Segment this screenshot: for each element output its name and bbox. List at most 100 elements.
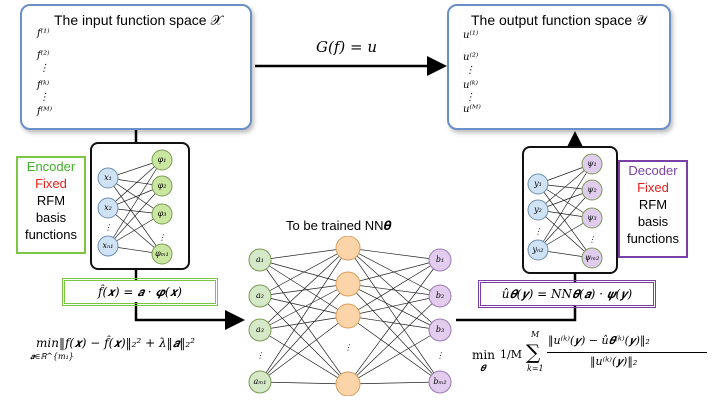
encoder-output-node [151, 243, 173, 265]
network-hidden-node [335, 371, 361, 396]
network-to-decoder-connector [456, 305, 577, 322]
decoder-loss-numerator: ‖u⁽ᵏ⁾(𝒚) − û𝜽⁽ᵏ⁾(𝒚)‖₂ [548, 334, 650, 347]
network-edge [347, 247, 441, 261]
network-edge [347, 315, 441, 383]
network-edge [347, 315, 441, 331]
encoder-input-node-label: xₙ₁ [103, 241, 114, 250]
encoder-output-node-label: φ₂ [158, 181, 167, 190]
decoder-loss-fraction-bar [547, 352, 707, 353]
network-edge [259, 259, 349, 317]
encoder-description-box: Encoder Fixed RFM basis functions [16, 156, 86, 254]
encoder-output-node-label: φ₃ [158, 209, 167, 218]
decoder-description-box: Decoder Fixed RFM basis functions [618, 160, 688, 258]
encoder-input-node-label: x₁ [104, 173, 112, 182]
decoder-output-ellipsis: ⋮ [588, 235, 596, 244]
network-edge [347, 295, 441, 385]
network-input-node-label: aₘ₁ [254, 377, 267, 386]
network-output-node-label: b₃ [436, 325, 444, 334]
encoder-label: Encoder [26, 159, 76, 174]
decoder-formula-box: û𝜽(𝒚) = NN𝜽(𝒂) · 𝝍(𝒚) [478, 280, 656, 308]
network-edge [259, 283, 349, 297]
trained-network-title: To be trained NN𝜽 [286, 218, 392, 233]
decoder-rfm-label: RFM [638, 197, 668, 212]
decoder-input-ellipsis: ⋮ [534, 227, 542, 236]
decoder-output-node-label: ψ₃ [587, 213, 596, 222]
network-output-node [428, 248, 452, 272]
network-edge [347, 259, 441, 317]
decoder-edge [537, 163, 593, 211]
network-edge [347, 381, 441, 385]
network-input-node-label: a₃ [256, 325, 264, 334]
network-input-node-label: a₁ [256, 255, 264, 264]
encoder-output-ellipsis: ⋮ [158, 233, 166, 242]
encoder-edge [107, 177, 163, 215]
decoder-input-node [527, 239, 549, 261]
network-input-ellipsis: ⋮ [256, 351, 264, 360]
network-edge [259, 283, 349, 331]
network-edge [259, 247, 349, 297]
encoder-input-node-label: x₂ [104, 203, 112, 212]
encoder-output-node [151, 203, 173, 225]
decoder-input-node-label: yₙ₂ [532, 245, 544, 254]
encoder-basis-label: basis [35, 210, 67, 225]
network-input-node [248, 248, 272, 272]
output-label-k: u⁽ᵏ⁾ [463, 80, 478, 91]
network-input-node [248, 318, 272, 342]
encoder-output-node [151, 149, 173, 171]
decoder-input-node [527, 199, 549, 221]
input-label-1: f⁽¹⁾ [37, 28, 50, 39]
encoder-formula: f̂(𝒙) = 𝒂 · 𝝋(𝒙) [98, 285, 182, 299]
network-edge [347, 247, 441, 331]
input-label-m: f⁽ᴹ⁾ [37, 106, 53, 117]
decoder-edge [537, 183, 593, 259]
network-edge [347, 247, 441, 383]
network-edge [259, 315, 349, 331]
network-hidden-ellipsis: ⋮ [344, 343, 352, 352]
encoder-loss-subscript: 𝒂∈ℝ^{m₁} [30, 352, 74, 361]
encoder-functions-label: functions [24, 227, 78, 242]
decoder-output-node-label: ψ₁ [587, 159, 596, 168]
encoder-edge [107, 159, 163, 209]
decoder-label: Decoder [628, 163, 678, 178]
network-edge [259, 295, 349, 385]
decoder-loss-subscript: 𝜽 [480, 364, 486, 374]
network-output-node [428, 284, 452, 308]
encoder-network: x₁ x₂ ⋮ xₙ₁ φ₁ φ₂ φ₃ ⋮ φₘ₁ [97, 149, 173, 265]
network-edge [259, 247, 349, 261]
decoder-output-node [581, 153, 603, 175]
network-edge [259, 315, 349, 383]
encoder-input-ellipsis: ⋮ [104, 223, 112, 232]
decoder-loss-min: min [472, 348, 495, 362]
encoder-edge [107, 159, 163, 247]
encoder-output-node-label: φₘ₁ [155, 249, 169, 258]
decoder-loss-denominator: ‖u⁽ᵏ⁾(𝒚)‖₂ [590, 355, 638, 368]
network-edge [259, 295, 349, 317]
network-output-node-label: bₘ₂ [433, 377, 446, 386]
input-label-k: f⁽ᵏ⁾ [37, 80, 50, 91]
network-output-ellipsis: ⋮ [436, 351, 444, 360]
decoder-edge [537, 189, 593, 251]
decoder-input-node [527, 173, 549, 195]
decoder-output-node [581, 247, 603, 269]
network-edge [347, 283, 441, 297]
network-output-node-label: b₂ [436, 291, 444, 300]
network-input-node [248, 370, 272, 394]
encoder-edge [107, 207, 163, 255]
encoder-output-node-label: φ₁ [158, 155, 167, 164]
output-label-2: u⁽²⁾ [463, 52, 479, 63]
encoder-output-node [151, 175, 173, 197]
encoder-to-network-arrow [134, 302, 245, 330]
decoder-edge [537, 183, 593, 219]
network-edge [259, 247, 349, 383]
decoder-input-node-label: y₁ [533, 179, 542, 188]
network-output-node [428, 370, 452, 394]
output-function-space-box: The output function space 𝒴 [447, 4, 671, 130]
network-edge [259, 381, 349, 385]
input-label-2: f⁽²⁾ [37, 50, 50, 61]
decoder-output-node [581, 179, 603, 201]
network-edge [259, 259, 349, 385]
output-label-1: u⁽¹⁾ [463, 30, 479, 41]
network-edge [259, 329, 349, 385]
network-hidden-node [335, 271, 361, 297]
network-edge [347, 329, 441, 385]
